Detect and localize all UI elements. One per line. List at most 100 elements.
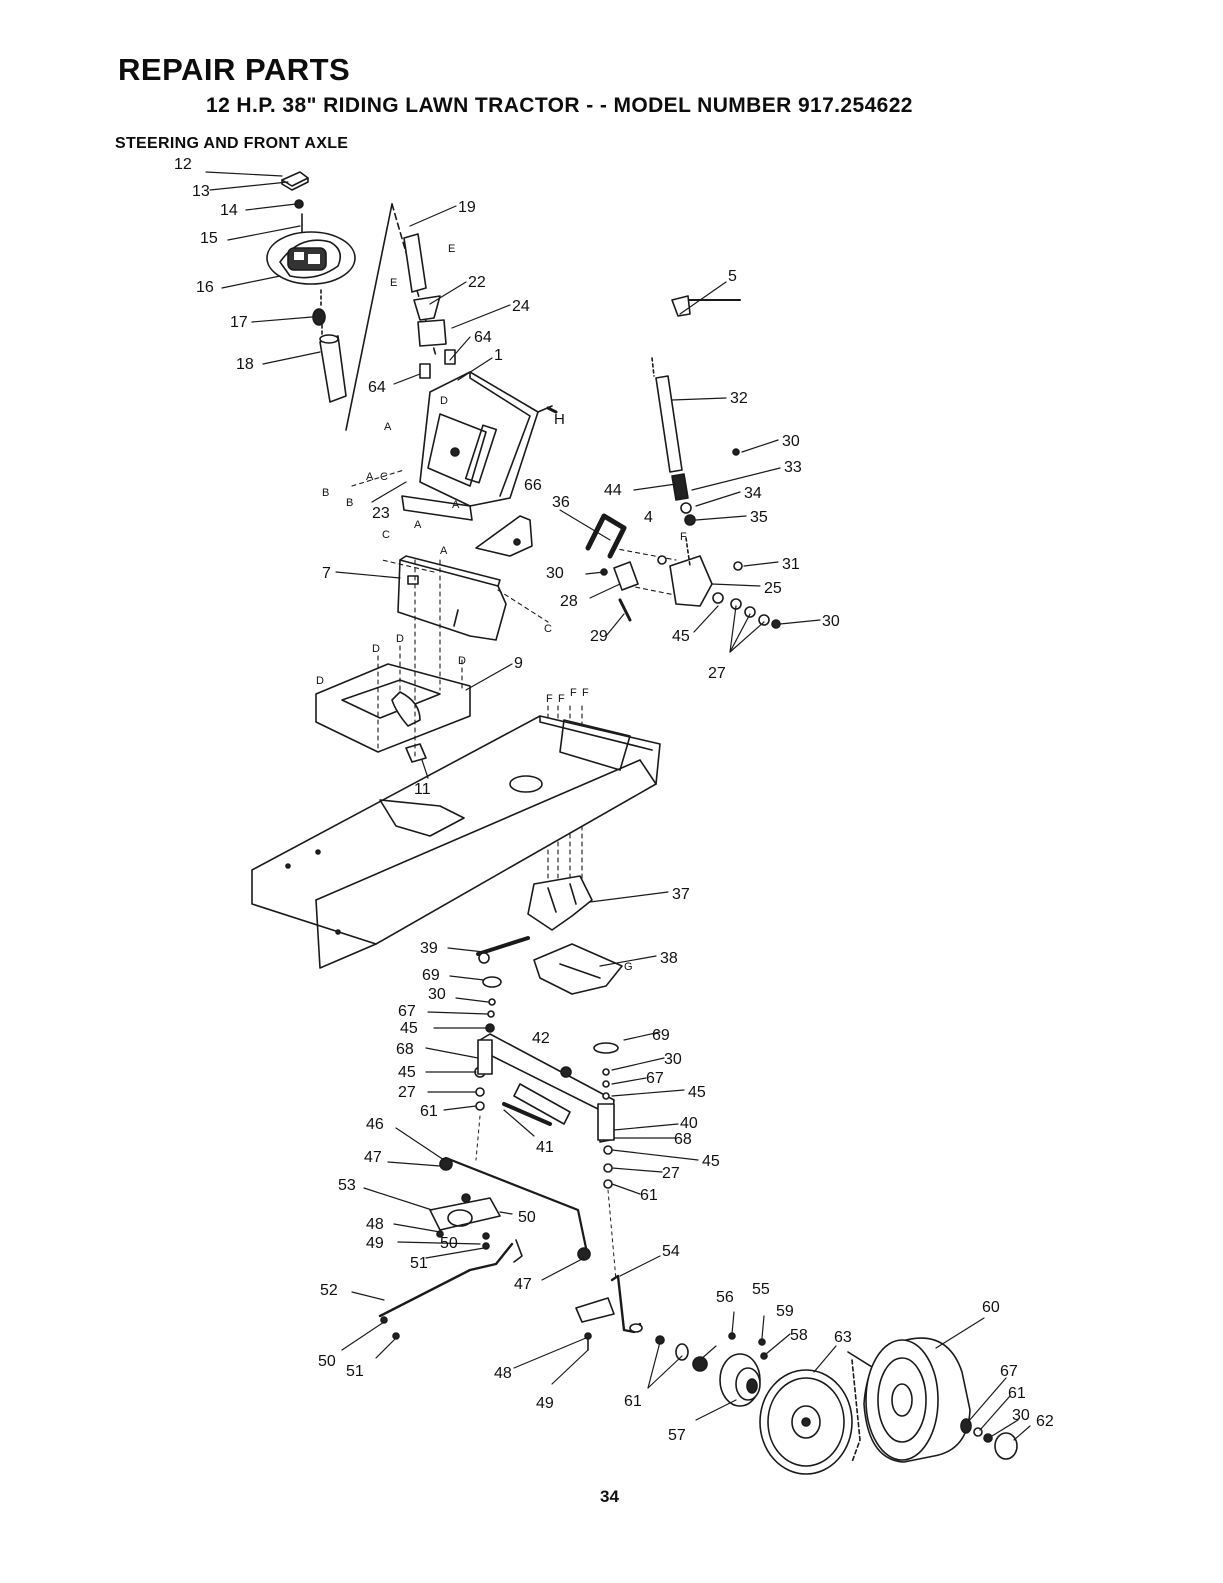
callout-7: 7 [322, 565, 331, 582]
callout-18: 18 [236, 356, 254, 373]
callout-51-b: 51 [346, 1363, 364, 1380]
spindle [575, 1274, 643, 1351]
callout-48-b: 48 [494, 1365, 512, 1382]
callout-61-b: 61 [640, 1187, 658, 1204]
callout-16: 16 [196, 279, 214, 296]
callout-19: 19 [458, 199, 476, 216]
ref-letter-a-1: A [384, 421, 392, 433]
callout-54: 54 [662, 1243, 680, 1260]
callout-12: 12 [174, 156, 192, 173]
callout-27-b: 27 [398, 1084, 416, 1101]
callout-30-a: 30 [782, 433, 800, 450]
callout-64-lower: 64 [368, 379, 386, 396]
callout-52: 52 [320, 1282, 338, 1299]
callout-45-d: 45 [688, 1084, 706, 1101]
callout-50-b: 50 [440, 1235, 458, 1252]
callout-25: 25 [764, 580, 782, 597]
callout-48-a: 48 [366, 1216, 384, 1233]
ref-letter-a-3: A [452, 499, 460, 511]
callout-41: 41 [536, 1139, 554, 1156]
callout-45-a: 45 [672, 628, 690, 645]
callout-50-c: 50 [318, 1353, 336, 1370]
callout-1: 1 [494, 347, 503, 364]
ref-letter-g: G [624, 961, 633, 973]
bracket-part [475, 515, 533, 557]
callout-49-b: 49 [536, 1395, 554, 1412]
callout-62: 62 [1036, 1413, 1054, 1430]
ref-letter-d-5: D [316, 675, 324, 687]
callout-13: 13 [192, 183, 210, 200]
reference-letters: E E A D H B B A C A C A A C D D D D F F … [316, 243, 687, 973]
axle-end-parts [960, 1418, 1018, 1460]
ref-letter-f-2: F [558, 693, 565, 705]
callout-58: 58 [790, 1327, 808, 1344]
callout-24: 24 [512, 298, 530, 315]
ref-letter-c-2: C [382, 529, 390, 541]
model-subtitle: 12 H.P. 38" RIDING LAWN TRACTOR - - MODE… [206, 94, 913, 117]
callout-55: 55 [752, 1281, 770, 1298]
page-number: 34 [600, 1487, 619, 1506]
callout-45-b: 45 [400, 1020, 418, 1037]
ref-letter-a-4: A [414, 519, 422, 531]
callout-27-c: 27 [662, 1165, 680, 1182]
callout-68-b: 68 [674, 1131, 692, 1148]
steering-bracket [429, 1193, 501, 1250]
callout-51-a: 51 [410, 1255, 428, 1272]
page-title: REPAIR PARTS [118, 52, 351, 87]
callout-17: 17 [230, 314, 248, 331]
ref-letter-f-1: F [546, 693, 553, 705]
ref-letter-h: H [554, 411, 565, 428]
callout-69-b: 69 [652, 1027, 670, 1044]
callout-40: 40 [680, 1115, 698, 1132]
callout-56: 56 [716, 1289, 734, 1306]
callout-45-e: 45 [702, 1153, 720, 1170]
callout-63: 63 [834, 1329, 852, 1346]
callout-47-b: 47 [514, 1276, 532, 1293]
callout-35: 35 [750, 509, 768, 526]
tire [863, 1337, 971, 1463]
ref-letter-c-1: C [380, 471, 388, 483]
wheel-rim [759, 1351, 897, 1475]
callout-9: 9 [514, 655, 523, 672]
callout-64-upper: 64 [474, 329, 492, 346]
callout-46: 46 [366, 1116, 384, 1133]
callout-27-a: 27 [708, 665, 726, 682]
callout-67-b: 67 [646, 1070, 664, 1087]
callout-69-a: 69 [422, 967, 440, 984]
callout-11: 11 [414, 781, 431, 798]
callout-30-b: 30 [546, 565, 564, 582]
ref-letter-e-1: E [390, 277, 397, 289]
callout-31: 31 [782, 556, 800, 573]
callout-53: 53 [338, 1177, 356, 1194]
callout-38: 38 [660, 950, 678, 967]
front-axle [477, 1033, 615, 1143]
callout-61-d: 61 [624, 1393, 642, 1410]
ref-letter-d-3: D [396, 633, 404, 645]
ref-letter-a-2: A [366, 471, 374, 483]
ref-letter-f-5: F [680, 531, 687, 543]
callout-23: 23 [372, 505, 390, 522]
callout-34: 34 [744, 485, 762, 502]
dash-panel [401, 371, 558, 521]
callout-61-c: 61 [1008, 1385, 1026, 1402]
callout-50-a: 50 [518, 1209, 536, 1226]
callout-4: 4 [644, 509, 653, 526]
ref-letter-e-2: E [448, 243, 455, 255]
wheel-hub-parts [655, 1332, 768, 1407]
callout-68-a: 68 [396, 1041, 414, 1058]
lower-bracket [397, 555, 507, 641]
tractor-frame [251, 715, 661, 969]
callout-32: 32 [730, 390, 748, 407]
ref-letter-f-4: F [582, 687, 589, 699]
callout-14: 14 [220, 202, 238, 219]
callout-15: 15 [200, 230, 218, 247]
callout-5: 5 [728, 268, 737, 285]
ref-letter-b-2: B [346, 497, 353, 509]
callout-59: 59 [776, 1303, 794, 1320]
callout-44: 44 [604, 482, 622, 499]
ref-letter-d-4: D [458, 655, 466, 667]
alignment-lines [351, 469, 681, 881]
ref-letter-d-2: D [372, 643, 380, 655]
